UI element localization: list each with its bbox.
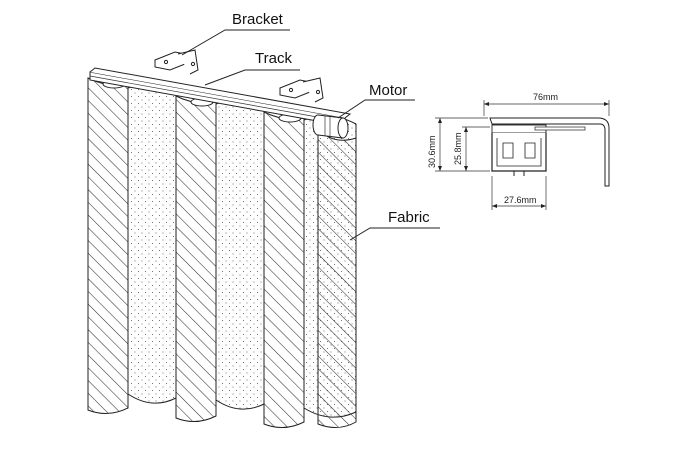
fabric-fold-front — [263, 111, 305, 428]
dim-width-total: 76mm — [533, 92, 558, 102]
fabric-fold-back — [127, 83, 177, 404]
dimension-lines — [435, 100, 610, 210]
dim-height-total: 30.6mm — [427, 135, 437, 168]
fabric-fold-front — [175, 95, 217, 422]
fabric-fold-front — [317, 128, 357, 428]
track-cross-section — [489, 117, 610, 187]
callout-leaders — [181, 29, 440, 241]
fabric-fold-back — [215, 99, 265, 410]
fabric-fold-front — [87, 77, 129, 414]
motor-part — [312, 114, 349, 139]
bracket-part-right — [279, 77, 324, 103]
dim-width-channel: 27.6mm — [504, 195, 537, 205]
dim-height-inner: 25.8mm — [453, 132, 463, 165]
label-fabric: Fabric — [388, 209, 430, 226]
label-motor: Motor — [369, 82, 407, 99]
label-track: Track — [255, 50, 292, 67]
label-bracket: Bracket — [232, 11, 284, 28]
bracket-part-left — [154, 49, 199, 75]
track-rail — [89, 67, 352, 127]
